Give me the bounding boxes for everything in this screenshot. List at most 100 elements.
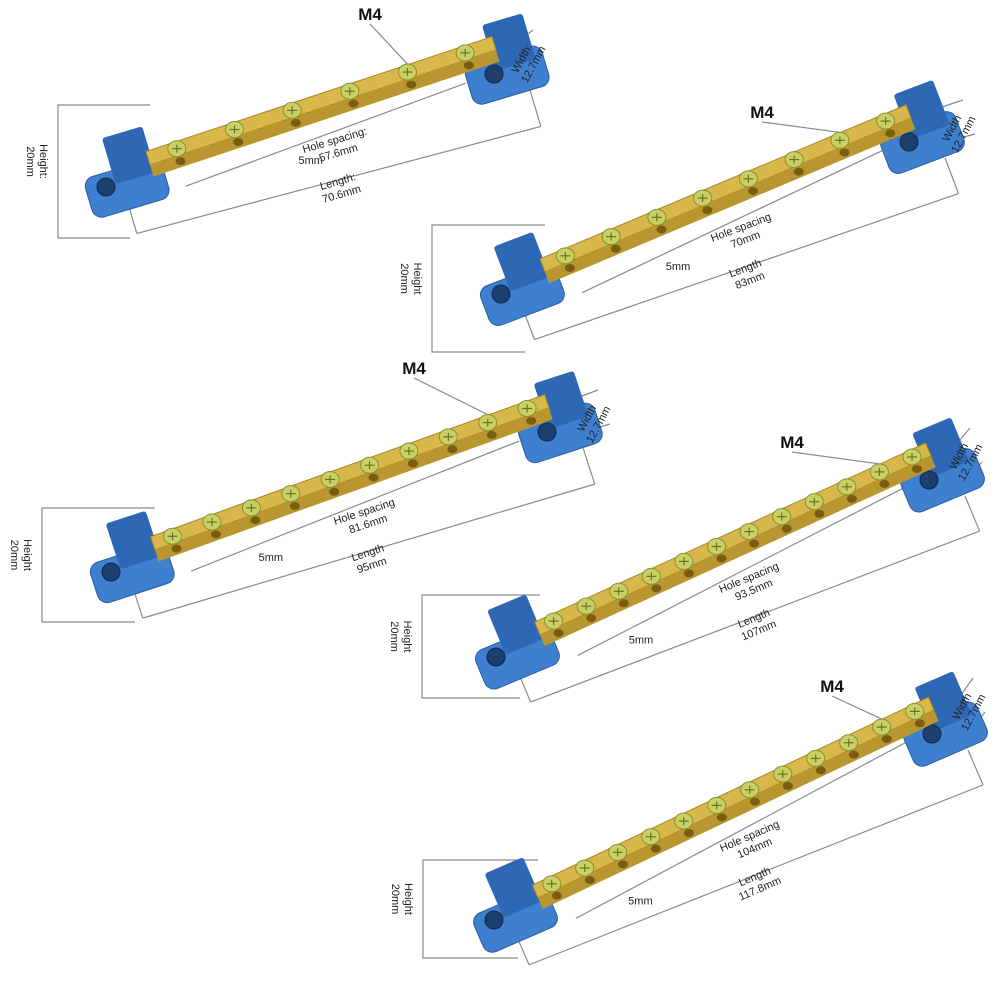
height-bracket [422, 859, 538, 959]
mount-post [494, 232, 549, 291]
height-label: Height20mm [388, 621, 413, 653]
wire-hole [650, 844, 661, 853]
length-label: Length83mm [728, 257, 768, 292]
m4-label: M4 [750, 103, 774, 122]
wire-hole [839, 148, 850, 157]
mount-hole [922, 724, 942, 744]
brass-bar-front [155, 408, 553, 562]
m4-label-line: M4 [820, 677, 844, 696]
spacing-line [185, 82, 466, 187]
pitch-label-line: 5mm [666, 261, 690, 273]
height-bracket [421, 594, 540, 699]
wire-hole [683, 569, 694, 578]
height-label-line: Height [21, 539, 33, 571]
m4-pointer [761, 121, 840, 133]
m4-pointer [369, 23, 408, 65]
length-line [136, 125, 541, 235]
wire-hole [749, 797, 760, 806]
pitch-label-line: 5mm [628, 895, 652, 907]
height-label: Height:20mm [24, 144, 49, 179]
mount-hole [96, 177, 116, 197]
m4-label-line: M4 [750, 103, 774, 122]
wire-hole [716, 554, 727, 563]
wire-hole [793, 167, 804, 176]
wire-hole [881, 735, 892, 744]
wire-hole [584, 876, 595, 885]
length-label: Length95mm [350, 542, 390, 576]
pitch-label: 5mm [298, 155, 322, 167]
mount-left [479, 232, 565, 326]
height-label-line: 20mm [388, 621, 400, 652]
pitch-label: 5mm [666, 261, 690, 273]
wire-hole [782, 782, 793, 791]
hole-spacing-label: Hole spacing81.6mm [332, 497, 400, 541]
wire-hole [171, 544, 182, 553]
wire-hole [407, 459, 418, 468]
height-label-line: 20mm [398, 263, 410, 294]
wire-hole [329, 487, 340, 496]
height-label-line: 20mm [389, 884, 401, 915]
height-label-line: Height [402, 883, 414, 915]
brass-bar-front [540, 456, 936, 647]
m4-label-line: M4 [358, 5, 382, 24]
wire-hole [553, 629, 564, 638]
wire-hole [815, 766, 826, 775]
wire-hole [879, 479, 890, 488]
wire-hole [656, 225, 667, 234]
wire-hole [233, 138, 244, 147]
length-tick-right [529, 89, 542, 127]
dimension-lines [421, 427, 983, 703]
length-tick-right [964, 495, 981, 532]
mount-post [485, 857, 542, 917]
wire-hole [716, 813, 727, 822]
pitch-label: 5mm [629, 634, 653, 646]
length-label: Length107mm [735, 606, 778, 643]
brass-bar-front [538, 710, 939, 910]
mount-left [475, 595, 560, 690]
mount-hole [919, 470, 939, 490]
mount-left [84, 126, 170, 218]
wire-hole [610, 244, 621, 253]
length-tick-right [944, 157, 960, 194]
wire-hole [848, 750, 859, 759]
wire-hole [250, 516, 261, 525]
dimension-lines [41, 389, 611, 623]
height-label-line: 20mm [24, 146, 36, 177]
length-tick-right [967, 749, 984, 786]
length-tick-right [582, 447, 596, 485]
pitch-label: 5mm [628, 895, 652, 907]
length-line [534, 192, 959, 341]
wire-hole [348, 99, 359, 108]
wire-hole [406, 80, 417, 89]
spacing-line [577, 487, 903, 656]
height-label-line: 20mm [8, 540, 20, 571]
height-label-line: Height [411, 263, 423, 295]
length-line [142, 483, 595, 619]
wire-hole [814, 509, 825, 518]
wire-hole [749, 539, 760, 548]
wire-hole [748, 186, 759, 195]
wire-hole [618, 599, 629, 608]
brass-bar-front [545, 118, 916, 284]
pitch-label-line: 5mm [298, 155, 322, 167]
height-label: Height20mm [8, 539, 33, 571]
m4-label: M4 [358, 5, 382, 24]
m4-label-line: M4 [402, 359, 426, 378]
wire-hole [463, 61, 474, 70]
pitch-label-line: 5mm [629, 634, 653, 646]
m4-label: M4 [780, 433, 804, 452]
wire-hole [617, 860, 628, 869]
hole-spacing-label: Hole spacing104mm [718, 818, 786, 866]
m4-label: M4 [402, 359, 426, 378]
pitch-label: 5mm [259, 552, 283, 564]
wire-hole [368, 473, 379, 482]
wire-hole [914, 719, 925, 728]
height-label-line: Height [401, 621, 413, 653]
length-label: Length117.8mm [732, 863, 783, 904]
wire-hole [565, 263, 576, 272]
mount-hole [491, 284, 511, 304]
wire-hole [702, 206, 713, 215]
